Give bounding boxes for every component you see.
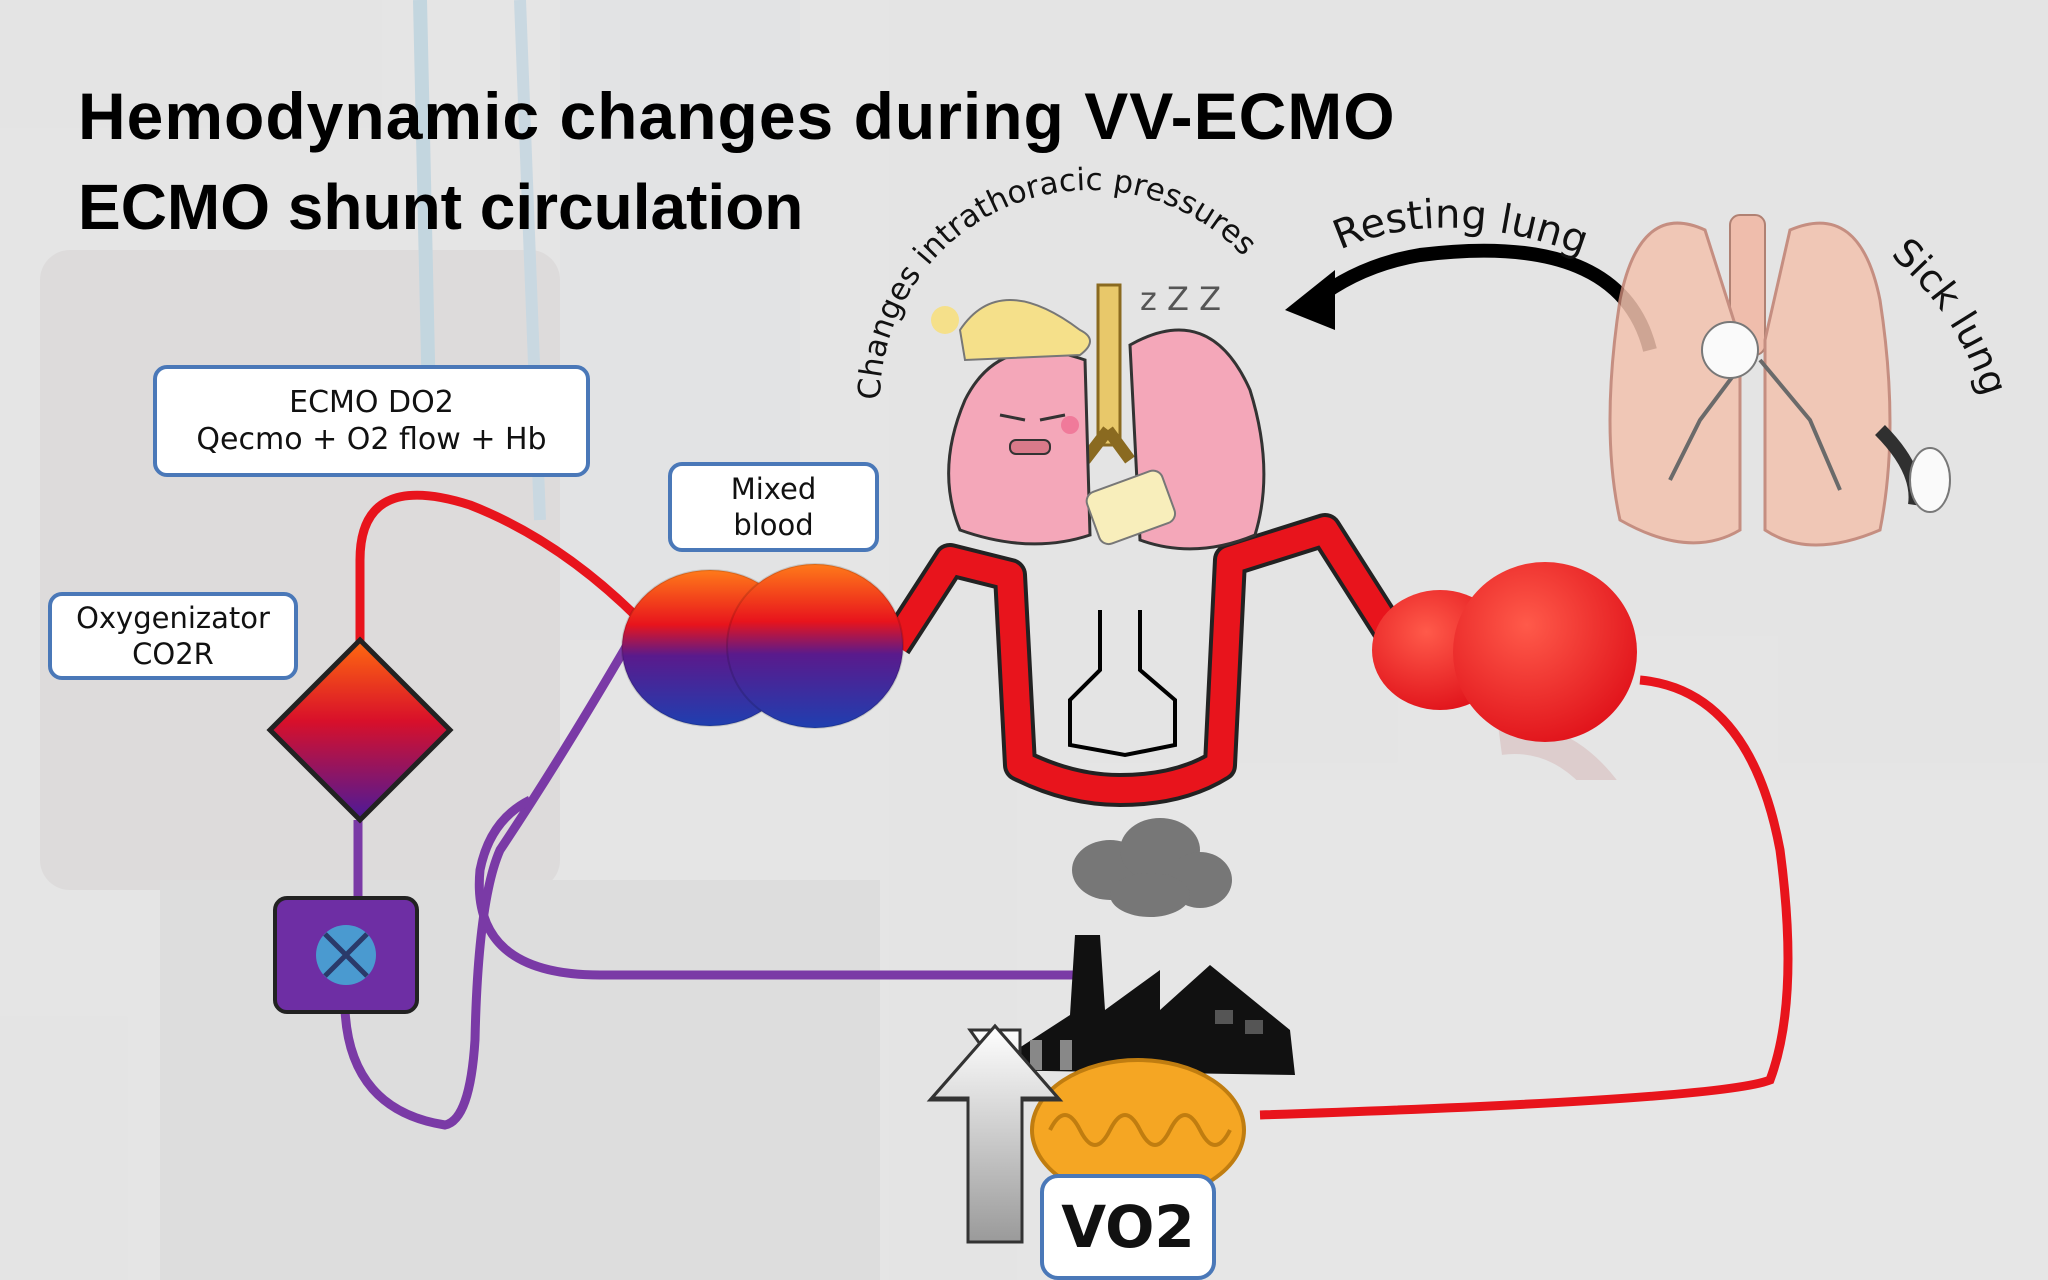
ecmo-do2-formula: Qecmo + O2 flow + Hb <box>196 422 547 457</box>
oxygenizator-line1: Oxygenizator <box>76 600 270 635</box>
systemic-arterial-line <box>1259 675 1793 1120</box>
oxygenator-icon <box>266 636 454 824</box>
systemic-heart-icon <box>1372 562 1637 742</box>
sleep-z-text: z Z Z <box>1140 280 1221 318</box>
slide-title: Hemodynamic changes during VV-ECMO <box>78 79 1396 153</box>
mixed-blood-line1: Mixed <box>730 471 817 506</box>
factory-icon <box>985 818 1295 1075</box>
ecmo-do2-title: ECMO DO2 <box>289 384 454 420</box>
sleeping-lung-icon <box>931 283 1266 551</box>
mixed-blood-line2: blood <box>733 508 814 542</box>
ecmo-do2-box: ECMO DO2 Qecmo + O2 flow + Hb <box>153 365 590 477</box>
vo2-label: VO2 <box>1061 1192 1195 1261</box>
oxygenizator-line2: CO2R <box>132 637 214 671</box>
flask-icon <box>1068 610 1177 758</box>
venous-return-line <box>474 795 1081 980</box>
oxygenizator-box: Oxygenizator CO2R <box>48 592 298 680</box>
ecmo-return-line <box>355 490 644 655</box>
sick-lung-icon <box>1608 214 1951 547</box>
slide-subtitle: ECMO shunt circulation <box>78 171 804 243</box>
vo2-box: VO2 <box>1040 1174 1216 1280</box>
heart-icon <box>621 563 904 729</box>
mitochondria-icon <box>1030 1058 1246 1202</box>
arrow-up-icon <box>926 1023 1064 1244</box>
pump-icon <box>273 896 419 1014</box>
venous-drainage-line <box>340 637 634 1130</box>
mixed-blood-box: Mixed blood <box>668 462 879 552</box>
